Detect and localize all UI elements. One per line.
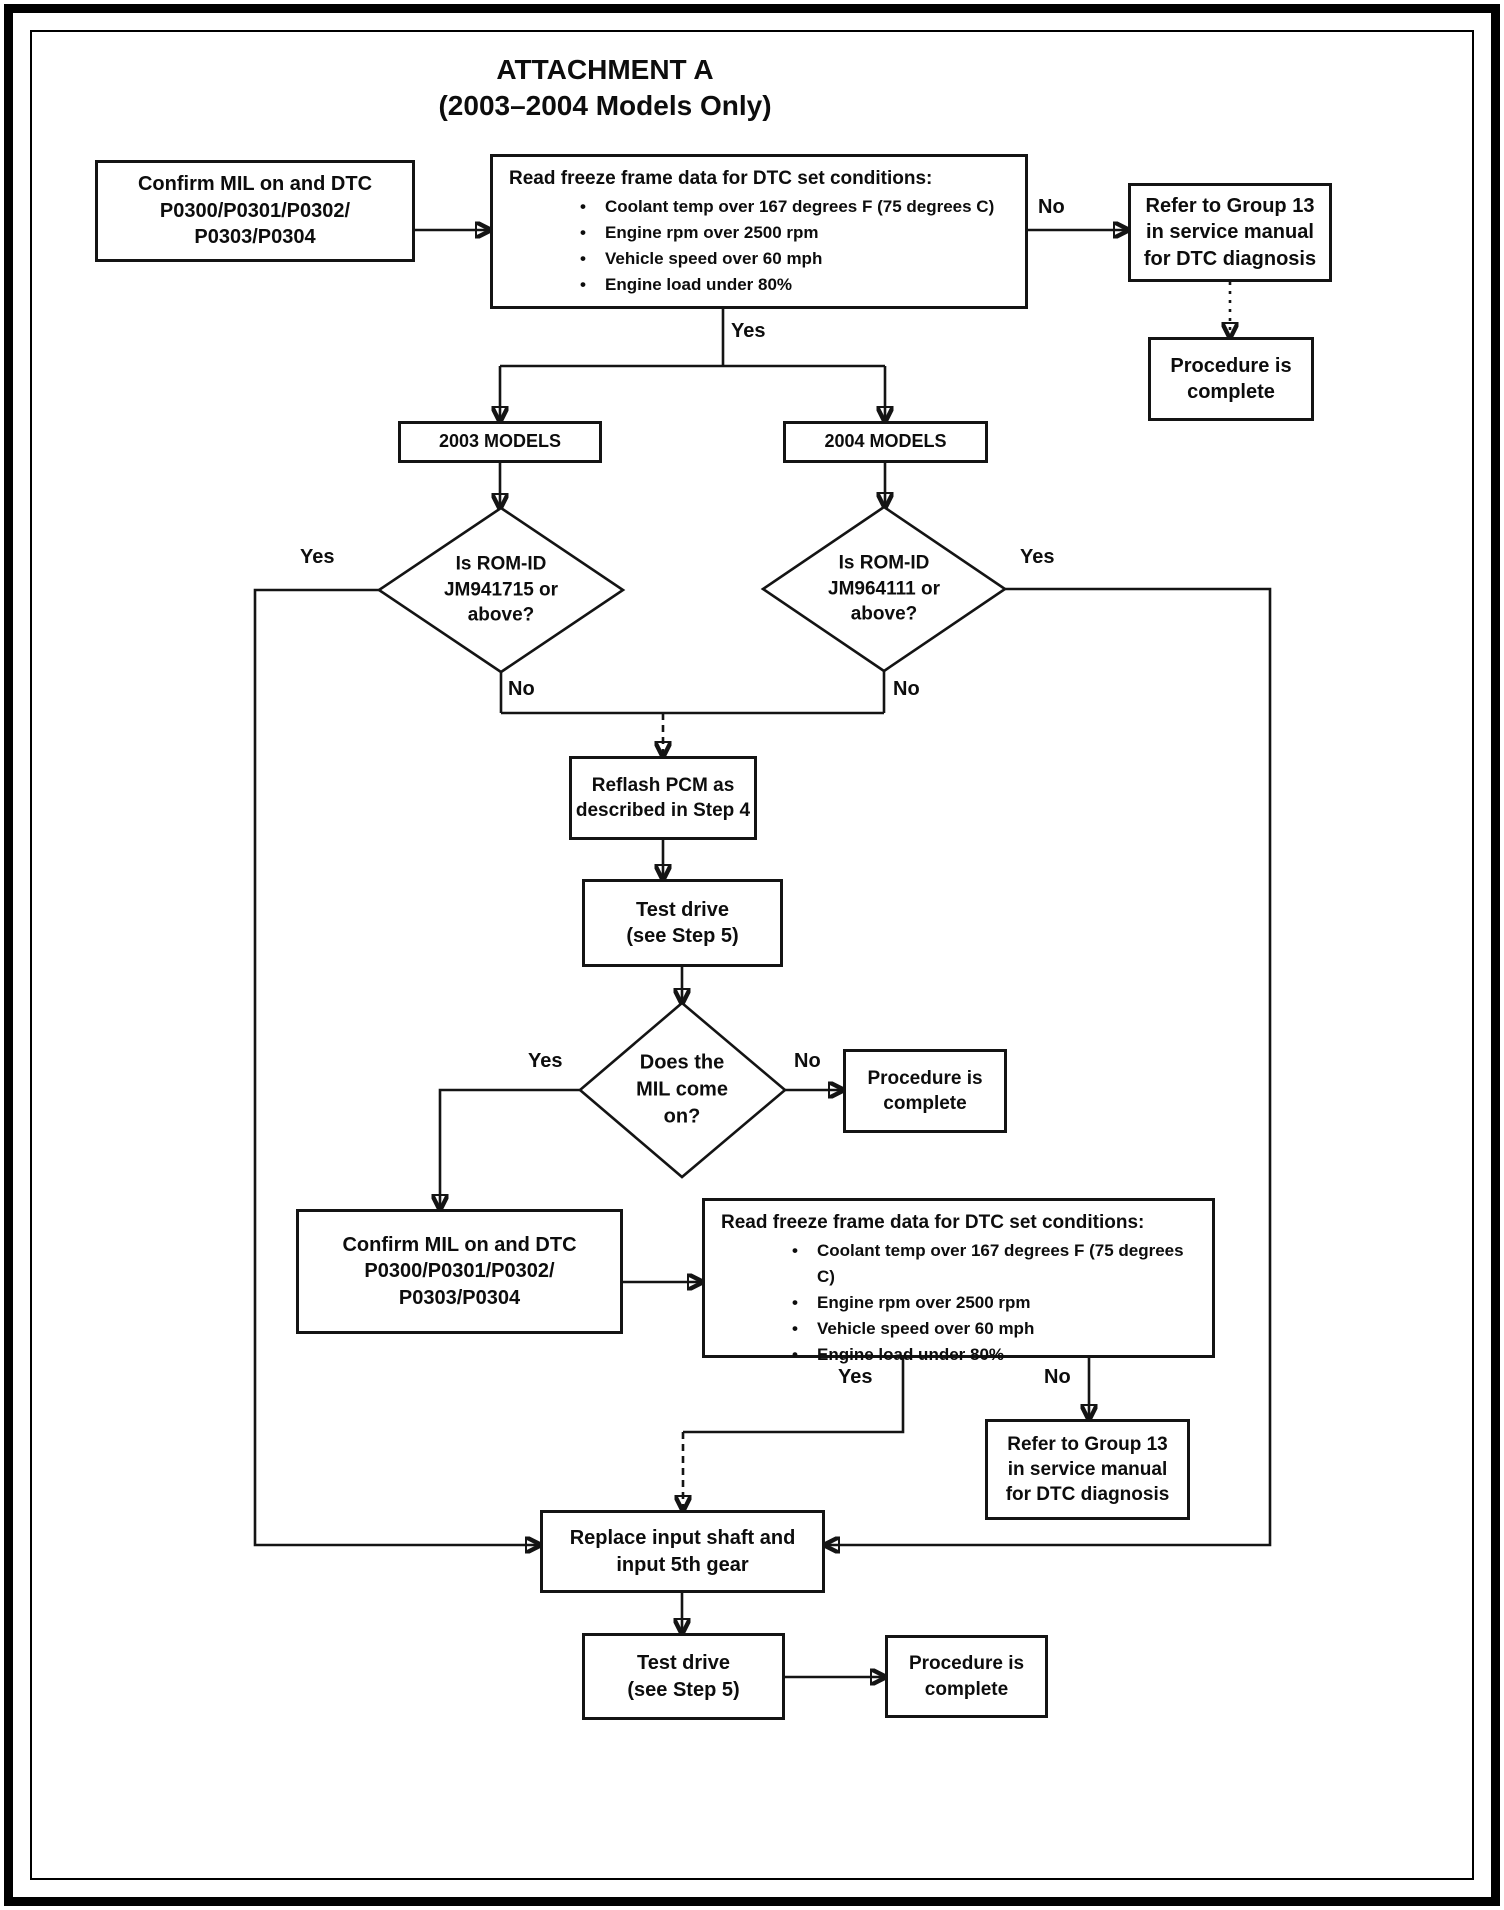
- freeze-frame-bullet: Engine rpm over 2500 rpm: [817, 1292, 1031, 1312]
- page-title: ATTACHMENT A (2003–2004 Models Only): [438, 52, 771, 125]
- reflash-pcm-box: Reflash PCM as described in Step 4: [569, 756, 757, 840]
- test-drive-box-2: Test drive (see Step 5): [582, 1633, 785, 1720]
- label-yes-mil: Yes: [528, 1050, 563, 1072]
- title-line-1: ATTACHMENT A: [496, 54, 714, 85]
- replace-input-shaft-box: Replace input shaft and input 5th gear: [540, 1510, 825, 1593]
- freeze-frame-bullet: Engine rpm over 2500 rpm: [605, 222, 819, 242]
- label-no-mil: No: [794, 1050, 821, 1072]
- label-yes-rom2003: Yes: [300, 546, 335, 568]
- bullet-icon: •: [580, 196, 586, 216]
- procedure-complete-box-1: Procedure is complete: [1148, 337, 1314, 421]
- bullet-icon: •: [580, 248, 586, 268]
- freeze-frame-bullet: Coolant temp over 167 degrees F (75 degr…: [817, 1240, 1184, 1286]
- test-drive-box-1: Test drive (see Step 5): [582, 879, 783, 967]
- freeze-frame-bullet: Vehicle speed over 60 mph: [817, 1318, 1035, 1338]
- rom-id-2003-label: Is ROM-ID JM941715 or above?: [443, 553, 559, 626]
- refer-group13-box-1: Refer to Group 13 in service manual for …: [1128, 183, 1332, 282]
- confirm-mil-dtc-box-2: Confirm MIL on and DTC P0300/P0301/P0302…: [296, 1209, 623, 1334]
- rom-id-2004-label: Is ROM-ID JM964111 or above?: [828, 552, 940, 625]
- models-2003-box: 2003 MODELS: [398, 421, 602, 463]
- procedure-complete-box-2: Procedure is complete: [843, 1049, 1007, 1133]
- freeze-frame-heading: Read freeze frame data for DTC set condi…: [509, 168, 933, 189]
- freeze-frame-bullet: Vehicle speed over 60 mph: [605, 248, 823, 268]
- bullet-icon: •: [792, 1344, 798, 1364]
- label-yes-rom2004: Yes: [1020, 546, 1055, 568]
- bullet-icon: •: [580, 222, 586, 242]
- mil-come-on-label: Does the MIL come on?: [636, 1051, 728, 1128]
- label-yes-freeze2: Yes: [838, 1366, 873, 1388]
- freeze-frame-box-2: Read freeze frame data for DTC set condi…: [702, 1198, 1215, 1364]
- bullet-icon: •: [792, 1318, 798, 1338]
- freeze-frame-box-1: Read freeze frame data for DTC set condi…: [490, 154, 1028, 309]
- title-line-2: (2003–2004 Models Only): [438, 90, 772, 122]
- models-2004-box: 2004 MODELS: [783, 421, 988, 463]
- edge-rom2003-yes: [253, 588, 540, 1545]
- label-no-freeze2: No: [1044, 1366, 1071, 1388]
- label-no-rom2003: No: [508, 678, 535, 700]
- freeze-frame-bullet: Engine load under 80%: [605, 274, 793, 294]
- edge-mil-yes: [440, 1088, 580, 1209]
- label-no-freeze1: No: [1038, 196, 1065, 218]
- procedure-complete-box-3: Procedure is complete: [885, 1635, 1048, 1718]
- confirm-mil-dtc-box-1: Confirm MIL on and DTC P0300/P0301/P0302…: [95, 160, 415, 262]
- bullet-icon: •: [792, 1292, 798, 1312]
- bullet-icon: •: [792, 1240, 798, 1260]
- bullet-icon: •: [580, 274, 586, 294]
- freeze-frame-heading: Read freeze frame data for DTC set condi…: [721, 1212, 1145, 1233]
- label-no-rom2004: No: [893, 678, 920, 700]
- label-yes-freeze1: Yes: [731, 320, 766, 342]
- freeze-frame-bullet: Coolant temp over 167 degrees F (75 degr…: [605, 196, 995, 216]
- refer-group13-box-2: Refer to Group 13 in service manual for …: [985, 1419, 1190, 1520]
- freeze-frame-bullet: Engine load under 80%: [817, 1344, 1005, 1364]
